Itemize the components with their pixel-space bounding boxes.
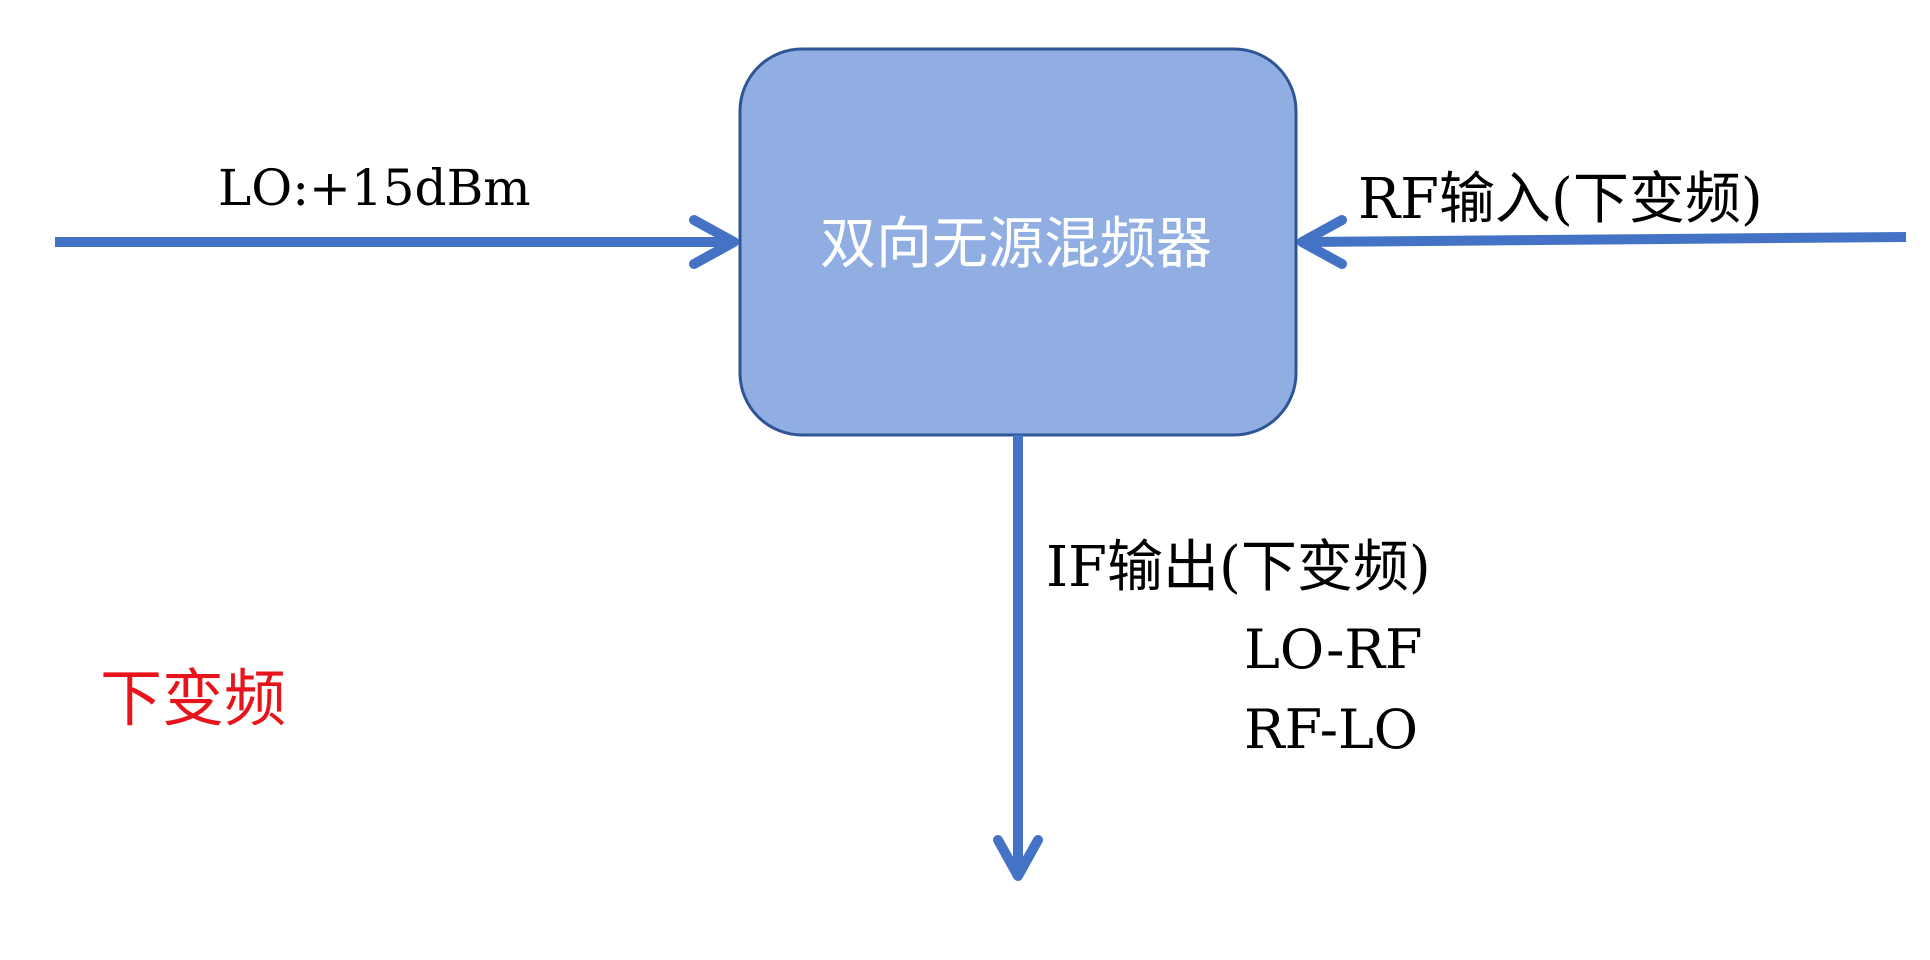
rf-input-arrow bbox=[1297, 215, 1907, 269]
mixer-label: 双向无源混频器 bbox=[820, 212, 1212, 277]
mode-label: 下变频 bbox=[100, 662, 286, 735]
if-output-label: IF输出(下变频) bbox=[1046, 535, 1431, 600]
rf-input-label: RF输入(下变频) bbox=[1358, 167, 1763, 232]
lo-input-arrow bbox=[55, 215, 739, 269]
if-formula-rf-minus-lo: RF-LO bbox=[1244, 698, 1418, 761]
if-output-arrow bbox=[993, 435, 1043, 881]
lo-label: LO:+15dBm bbox=[218, 159, 531, 217]
if-formula-lo-minus-rf: LO-RF bbox=[1244, 618, 1422, 681]
